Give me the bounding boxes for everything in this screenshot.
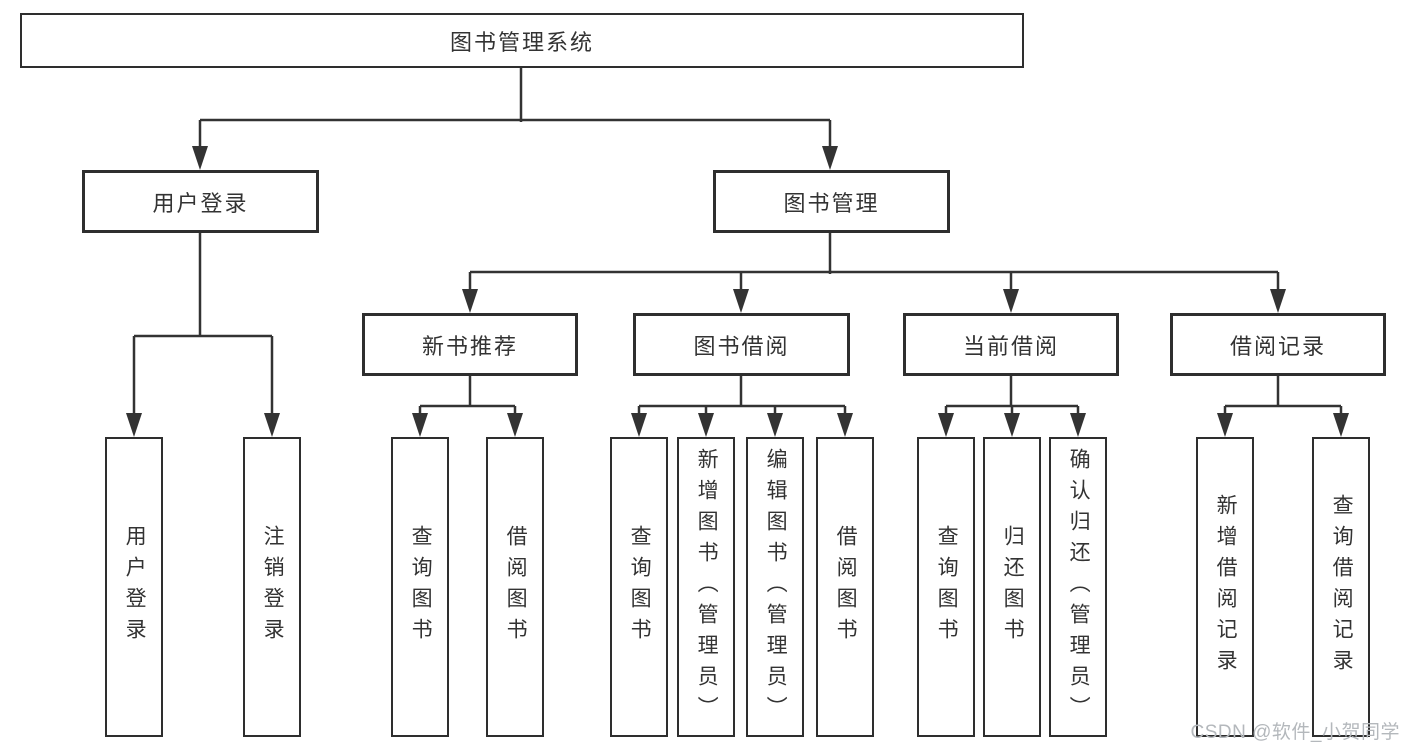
- node-root-label: 图书管理系统: [449, 29, 594, 55]
- leaf-borrow-query-books: 查询图书: [610, 437, 668, 737]
- node-new-book-recommend-label: 新书推荐: [421, 333, 518, 359]
- node-book-borrow: 图书借阅: [633, 313, 850, 376]
- leaf-records-add-record: 新增借阅记录: [1196, 437, 1254, 737]
- node-user-login-label: 用户登录: [152, 190, 249, 216]
- node-user-login: 用户登录: [82, 170, 319, 233]
- leaf-borrow-edit-books-admin: 编辑图书（管理员）: [746, 437, 804, 737]
- leaf-current-return-books: 归还图书: [983, 437, 1041, 737]
- node-book-management: 图书管理: [713, 170, 950, 233]
- leaf-borrow-borrow-books: 借阅图书: [816, 437, 874, 737]
- node-book-management-label: 图书管理: [783, 190, 880, 216]
- node-current-borrow: 当前借阅: [903, 313, 1119, 376]
- node-borrow-records-label: 借阅记录: [1229, 333, 1326, 359]
- leaf-logout: 注销登录: [243, 437, 301, 737]
- node-root: 图书管理系统: [20, 13, 1024, 68]
- node-borrow-records: 借阅记录: [1170, 313, 1386, 376]
- csdn-watermark: CSDN @软件_小贺同学: [1190, 722, 1400, 743]
- node-book-borrow-label: 图书借阅: [693, 333, 790, 359]
- leaf-current-confirm-return-admin: 确认归还（管理员）: [1049, 437, 1107, 737]
- leaf-records-query-record: 查询借阅记录: [1312, 437, 1370, 737]
- leaf-user-login: 用户登录: [105, 437, 163, 737]
- node-current-borrow-label: 当前借阅: [962, 333, 1059, 359]
- leaf-newbook-borrow-books: 借阅图书: [486, 437, 544, 737]
- leaf-borrow-add-books-admin: 新增图书（管理员）: [677, 437, 735, 737]
- leaf-current-query-books: 查询图书: [917, 437, 975, 737]
- leaf-newbook-query-books: 查询图书: [391, 437, 449, 737]
- node-new-book-recommend: 新书推荐: [362, 313, 578, 376]
